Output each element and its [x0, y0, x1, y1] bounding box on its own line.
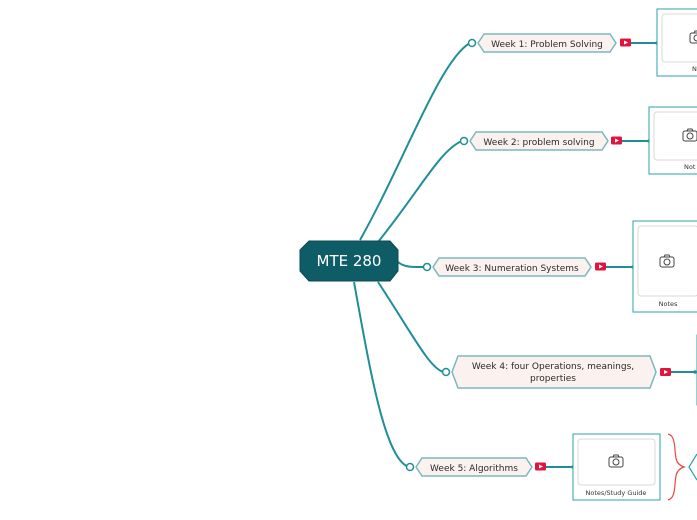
- topic-shape: [451, 355, 657, 389]
- card-caption: Notes/Study Guide: [586, 489, 647, 497]
- video-play-icon[interactable]: [611, 136, 622, 145]
- connector-dot: [693, 370, 697, 374]
- topic-label: Week 2: problem solving: [483, 138, 594, 148]
- root-shape: [299, 240, 399, 282]
- connector-lines: [353, 42, 697, 468]
- topic-week-3[interactable]: Week 3: Numeration Systems Notes: [422, 220, 697, 313]
- camera-icon: [689, 30, 697, 44]
- topic-week-2[interactable]: Week 2: problem solving Not: [459, 106, 697, 175]
- media-card[interactable]: Not: [648, 106, 697, 175]
- root-label: MTE 280: [317, 252, 382, 270]
- video-play-icon[interactable]: [535, 462, 546, 471]
- topic-shape: [469, 131, 609, 151]
- topic-week-1[interactable]: Week 1: Problem Solving N: [467, 8, 697, 77]
- video-play-icon[interactable]: [660, 368, 671, 376]
- camera-icon: [608, 454, 624, 468]
- connector-week-4: [377, 281, 445, 373]
- video-play-icon[interactable]: [595, 262, 606, 271]
- connector-week-2: [377, 140, 463, 243]
- card-caption: Not: [684, 163, 696, 171]
- collapse-circle-icon[interactable]: [459, 136, 469, 146]
- curly-brace: [667, 433, 686, 501]
- partial-topic-shape[interactable]: [688, 453, 697, 481]
- topic-label-line-1: Week 4: four Operations, meanings,: [472, 362, 634, 372]
- collapse-circle-icon[interactable]: [405, 462, 415, 472]
- collapse-circle-icon[interactable]: [441, 367, 451, 377]
- topic-week-4[interactable]: Week 4: four Operations, meanings, prope…: [441, 334, 697, 406]
- collapse-circle-icon[interactable]: [467, 38, 477, 48]
- media-card[interactable]: N: [656, 8, 697, 77]
- video-play-icon[interactable]: [620, 38, 631, 47]
- connector-week-3: [397, 261, 426, 269]
- connector-week-1: [359, 42, 471, 241]
- media-card[interactable]: Notes/Study Guide: [572, 433, 661, 501]
- topic-shape: [415, 457, 533, 477]
- topic-label-line-2: properties: [530, 374, 576, 384]
- media-card[interactable]: Notes: [632, 220, 697, 313]
- topic-shape: [432, 257, 592, 277]
- camera-icon: [682, 128, 697, 142]
- connector-week-5: [353, 281, 410, 468]
- camera-icon: [659, 254, 675, 268]
- root-node[interactable]: MTE 280: [299, 240, 399, 282]
- topic-shape: [477, 33, 617, 53]
- card-caption: N: [692, 65, 697, 73]
- collapse-circle-icon[interactable]: [422, 262, 432, 272]
- topic-label: Week 1: Problem Solving: [491, 40, 603, 50]
- topic-label: Week 5: Algorithms: [430, 464, 518, 474]
- card-caption: Notes: [659, 300, 678, 308]
- topic-week-5[interactable]: Week 5: Algorithms Notes/Study Guide: [405, 433, 697, 501]
- topic-label: Week 3: Numeration Systems: [445, 264, 579, 274]
